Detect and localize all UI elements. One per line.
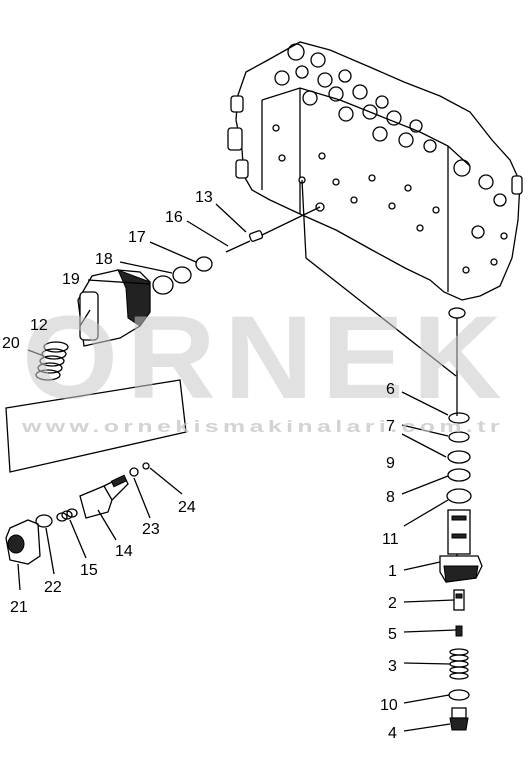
callout-16: 16: [165, 209, 183, 226]
callout-7: 7: [386, 418, 395, 435]
watermark-url: www.ornekismakinalari.com.tr: [21, 417, 504, 436]
callout-9: 9: [386, 455, 395, 472]
callout-leaders: [17, 203, 457, 732]
callout-3: 3: [388, 658, 397, 675]
callout-11: 11: [382, 531, 399, 548]
callout-13: 13: [195, 189, 213, 206]
callout-17: 17: [128, 229, 146, 246]
callout-18: 18: [95, 251, 113, 268]
callout-19: 19: [62, 271, 80, 288]
right-valve-stack: [439, 412, 483, 731]
callout-10: 10: [380, 697, 398, 714]
callout-15: 15: [80, 562, 98, 579]
callout-20: 20: [2, 335, 20, 352]
callout-22: 22: [44, 579, 62, 596]
callout-2: 2: [388, 595, 397, 612]
callout-12: 12: [30, 317, 48, 334]
callout-6: 6: [386, 381, 395, 398]
control-valve-block: [227, 41, 523, 319]
callout-8: 8: [386, 489, 395, 506]
callout-numbers: 13 16 17 18 19 12 20 21 22 15 14 23 24 6…: [2, 189, 399, 742]
callout-24: 24: [178, 499, 196, 516]
callout-4: 4: [388, 725, 397, 742]
callout-1: 1: [388, 563, 397, 580]
left-relief-valve-parts: [5, 230, 264, 565]
watermark-brand: ORNEK: [22, 292, 510, 424]
callout-14: 14: [115, 543, 133, 560]
callout-5: 5: [388, 626, 397, 643]
watermark: ORNEK www.ornekismakinalari.com.tr: [21, 292, 510, 436]
callout-23: 23: [142, 521, 160, 538]
callout-21: 21: [10, 599, 28, 616]
